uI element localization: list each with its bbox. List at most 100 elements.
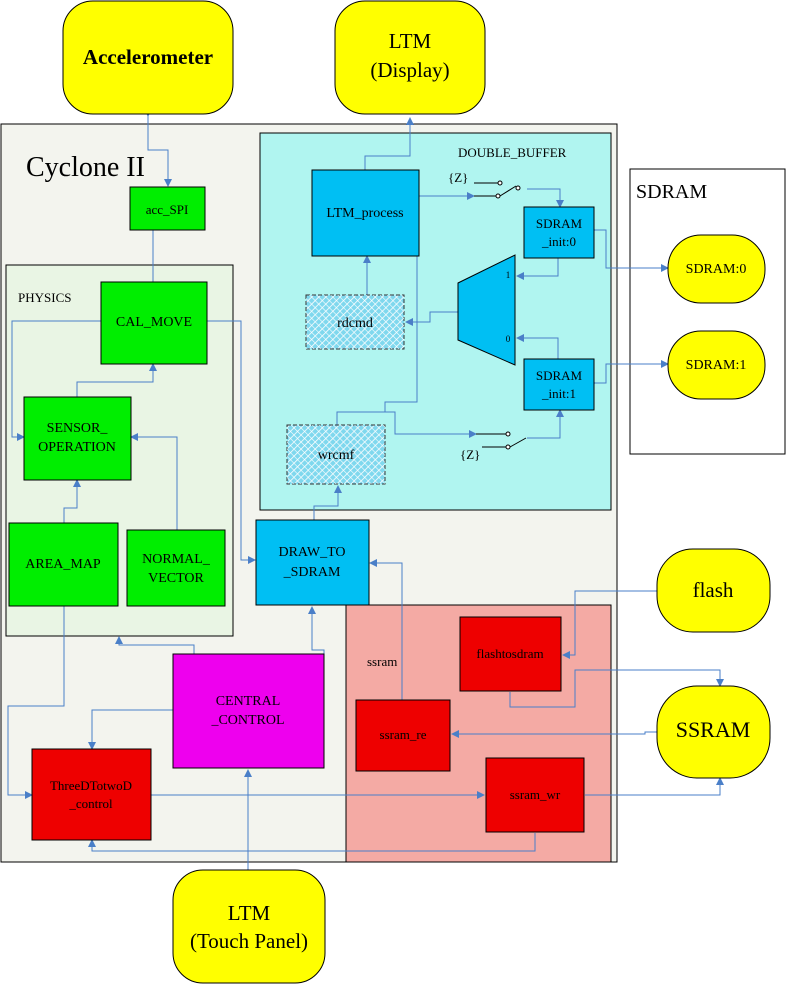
svg-text:OPERATION: OPERATION [38,440,116,455]
wire-sensor-calmove [76,363,157,397]
module-threed-totwod-control: ThreeDTotwoD _control [31,748,152,841]
wire-ssram-ssramre [451,730,658,738]
svg-text:LTM: LTM [389,29,432,53]
svg-text:rdcmd: rdcmd [337,316,373,331]
svg-text:DRAW_TO: DRAW_TO [278,545,345,560]
wire-init1-mux [516,334,559,359]
svg-text:0: 0 [506,334,511,344]
wire-areamap-threed [7,606,65,799]
switch-top-contact-b [495,193,501,199]
wire-init0-mux [516,258,559,280]
module-mux: 1 0 [457,254,516,366]
double-buffer-title: DOUBLE_BUFFER [458,145,567,160]
svg-text:(Display): (Display) [370,58,449,82]
sdram-group-title: SDRAM [636,181,707,203]
wire-init0-sdram0 [588,226,669,272]
svg-text:SDRAM: SDRAM [536,216,583,231]
module-ssram-wr: ssram_wr [485,757,585,833]
svg-text:1: 1 [506,270,511,280]
switch-top-blade [499,185,517,197]
sdram-group [629,168,786,455]
svg-text:Accelerometer: Accelerometer [83,45,213,69]
wire-calmove-draw [207,320,256,564]
wire-areamap-sensor [63,479,81,523]
wire-accel-spi [144,109,172,187]
svg-text:ssram_re: ssram_re [380,727,427,742]
svg-text:acc_SPI: acc_SPI [146,202,189,217]
sdram-chip-0: SDRAM:0 [667,234,766,304]
wire-flashtosdram-ssram [509,669,724,708]
module-sensor-operation: SENSOR_ OPERATION [23,396,132,481]
external-ssram: SSRAM [656,685,771,779]
wire-wrcmf-switch-bottom [385,411,477,438]
svg-text:flash: flash [693,578,734,602]
wire-mux-rdcmd [405,311,458,326]
svg-text:_init:0: _init:0 [541,234,576,249]
module-area-map: AREA_MAP [8,522,119,607]
switch-top-z-label: {Z} [448,170,468,185]
svg-text:_init:1: _init:1 [541,386,576,401]
svg-text:LTM_process: LTM_process [326,206,403,221]
ssram-region-title: ssram [367,654,397,669]
external-accelerometer: Accelerometer [62,0,234,115]
svg-text:flashtosdram: flashtosdram [476,646,543,661]
module-central-control: CENTRAL _CONTROL [172,653,325,769]
svg-text:LTM: LTM [228,901,271,925]
svg-text:SDRAM: SDRAM [536,368,583,383]
switch-bottom-z-label: {Z} [460,447,480,462]
svg-text:CENTRAL: CENTRAL [216,694,281,709]
wire-central-physics [115,636,195,654]
module-draw-to-sdram: DRAW_TO _SDRAM [255,519,370,606]
wire-ssramre-draw [369,559,403,700]
switch-top-contact-a [497,180,503,186]
external-ltm-touch-panel: LTM (Touch Panel) [172,869,326,984]
wire-normal-sensor [130,433,178,530]
switch-top-pivot [515,185,521,191]
wire-flash-flashtosdram [562,590,658,659]
module-ltm-process: LTM_process [311,169,420,257]
module-wrcmf: wrcmf [286,424,386,485]
module-rdcmd: rdcmd [305,294,405,350]
sdram-chip-1: SDRAM:1 [667,330,766,400]
wire-init1-sdram1 [588,360,669,387]
svg-text:wrcmf: wrcmf [318,448,355,463]
fpga-title: Cyclone II [26,152,145,183]
wire-ssramwr-threed [88,833,536,852]
svg-text:ThreeDTotwoD: ThreeDTotwoD [50,778,132,793]
svg-text:SSRAM: SSRAM [676,717,751,742]
wire-draw-wrcmf [313,485,342,520]
svg-text:_control: _control [68,796,113,811]
module-acc-spi: acc_SPI [129,186,206,231]
wire-switch-init1 [527,409,564,439]
svg-text:NORMAL_: NORMAL_ [142,552,211,567]
svg-text:_SDRAM: _SDRAM [283,565,341,580]
module-sdram-init-1: SDRAM _init:1 [523,358,595,411]
module-normal-vector: NORMAL_ VECTOR [126,529,226,607]
external-flash: flash [656,548,771,633]
switch-bottom-contact-a [505,431,511,437]
switch-bottom-blade [509,437,527,448]
module-sdram-init-0: SDRAM _init:0 [523,206,595,259]
external-ltm-display: LTM (Display) [334,0,486,115]
wire-central-threed [88,709,173,750]
module-flashtosdram: flashtosdram [459,616,562,692]
svg-text:ssram_wr: ssram_wr [510,787,561,802]
wire-calmove-sensor [11,320,101,441]
svg-text:SDRAM:0: SDRAM:0 [686,262,747,277]
wire-ssramwr-ssram [585,777,724,796]
physics-title: PHYSICS [18,290,71,305]
wire-switch-init0 [527,188,564,208]
svg-text:SDRAM:1: SDRAM:1 [686,358,747,373]
wire-ltmprocess-display [364,117,414,170]
svg-text:VECTOR: VECTOR [148,571,204,586]
svg-text:SENSOR_: SENSOR_ [47,421,109,436]
module-ssram-re: ssram_re [355,699,451,772]
svg-text:AREA_MAP: AREA_MAP [25,557,101,572]
svg-text:(Touch Panel): (Touch Panel) [190,929,308,953]
svg-text:_CONTROL: _CONTROL [210,713,284,728]
switches [474,180,527,450]
switch-bottom-contact-b [505,444,511,450]
module-cal-move: CAL_MOVE [100,281,208,365]
svg-text:CAL_MOVE: CAL_MOVE [116,315,192,330]
